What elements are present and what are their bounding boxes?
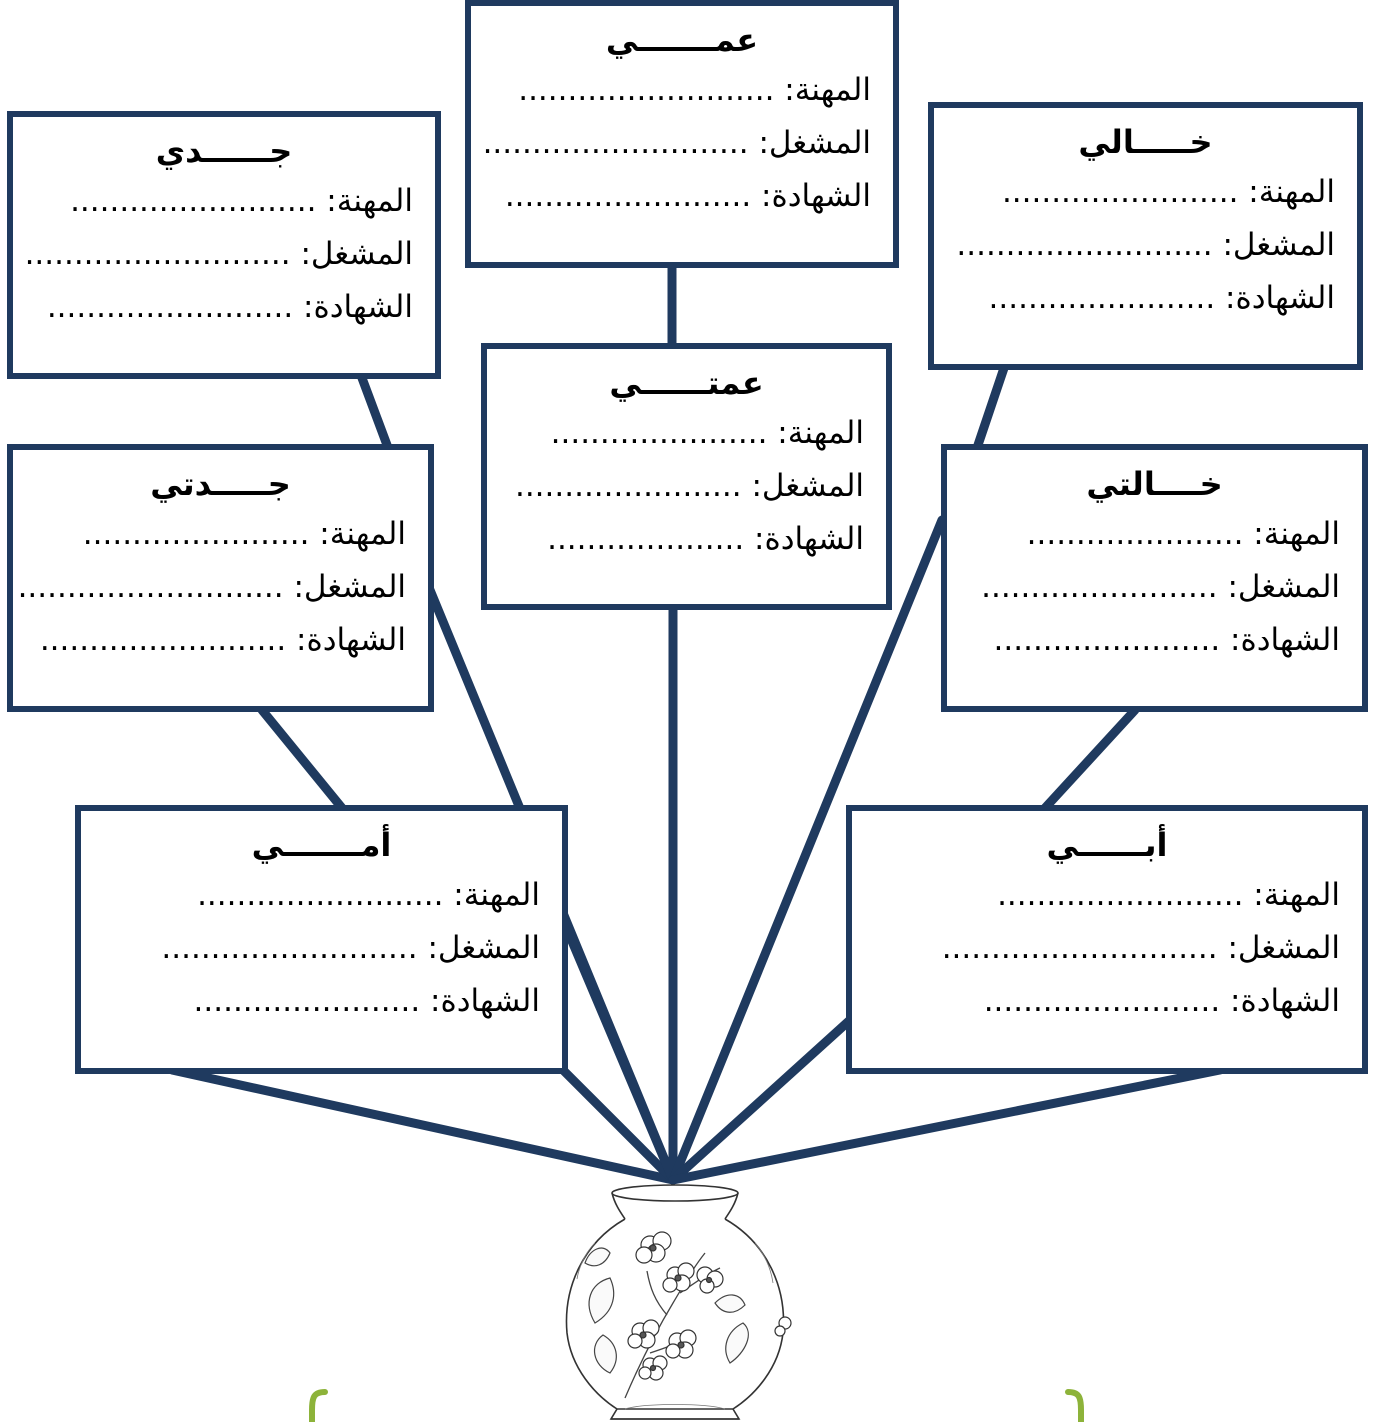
branch-line (668, 1065, 1225, 1185)
employer-field: المشغل: ........................... (482, 125, 871, 161)
employer-blank[interactable]: .......................... (161, 930, 418, 966)
employer-field: المشغل: ....................... (514, 468, 864, 504)
branch-line (668, 515, 947, 1185)
card-title: أبــــــي (1046, 826, 1168, 864)
card-title: خــــالتي (1086, 465, 1223, 503)
profession-blank[interactable]: ...................... (550, 415, 768, 451)
employer-field: المشغل: ........................... (24, 236, 413, 272)
employer-field: المشغل: ........................ (981, 569, 1340, 605)
degree-blank[interactable]: .................... (547, 521, 745, 557)
degree-blank[interactable]: ........................ (983, 983, 1221, 1019)
employer-field: المشغل: .......................... (956, 227, 1335, 263)
employer-blank[interactable]: ........................ (981, 569, 1218, 605)
degree-blank[interactable]: ......................... (504, 178, 752, 214)
branch-line (167, 1065, 678, 1185)
degree-field: الشهادة: ......................... (46, 289, 413, 325)
degree-field: الشهادة: ....................... (993, 622, 1340, 658)
card-maternal-uncle: خـــــالي المهنة: ......................… (928, 102, 1363, 370)
degree-field: الشهادة: ........................ (983, 983, 1340, 1019)
card-title: عمـــــــي (605, 21, 759, 59)
card-title: عمتــــــي (609, 364, 764, 402)
profession-field: المهنة: ...................... (550, 415, 864, 451)
degree-blank[interactable]: ......................... (46, 289, 294, 325)
degree-field: الشهادة: ......................... (504, 178, 871, 214)
degree-field: الشهادة: ....................... (193, 983, 540, 1019)
profession-blank[interactable]: ........................ (1001, 174, 1239, 210)
employer-field: المشغل: .......................... (161, 930, 540, 966)
card-grandmother: جـــــدتي المهنة: ......................… (7, 444, 434, 712)
profession-blank[interactable]: ......................... (997, 877, 1244, 913)
employer-field: المشغل: ........................... (17, 569, 406, 605)
card-title: جــــــدي (155, 132, 293, 170)
branch-line (668, 1015, 855, 1185)
bracket-left (309, 1389, 328, 1422)
employer-blank[interactable]: ........................... (482, 125, 749, 161)
card-grandfather: جــــــدي المهنة: ......................… (7, 111, 441, 379)
card-maternal-aunt: خــــالتي المهنة: ......................… (941, 444, 1368, 712)
profession-field: المهنة: ....................... (82, 516, 406, 552)
profession-field: المهنة: .......................... (518, 72, 871, 108)
degree-field: الشهادة: ......................... (39, 622, 406, 658)
degree-blank[interactable]: ....................... (988, 280, 1216, 316)
card-mother: أمـــــــي المهنة: .....................… (75, 805, 568, 1074)
degree-field: الشهادة: .................... (547, 521, 864, 557)
flower-vase-illustration (565, 1184, 792, 1420)
profession-blank[interactable]: ....................... (82, 516, 310, 552)
card-father: أبــــــي المهنة: ......................… (846, 805, 1368, 1074)
profession-field: المهنة: ........................ (1001, 174, 1335, 210)
employer-blank[interactable]: .......................... (956, 227, 1213, 263)
branch-line (558, 1065, 678, 1185)
employer-blank[interactable]: ....................... (514, 468, 742, 504)
card-paternal-uncle: عمـــــــي المهنة: .....................… (465, 0, 899, 268)
employer-field: المشغل: ............................ (941, 930, 1340, 966)
bracket-right (1065, 1389, 1084, 1422)
card-title: أمـــــــي (251, 826, 392, 864)
profession-blank[interactable]: ......................... (197, 877, 444, 913)
branch-line (357, 373, 392, 450)
profession-field: المهنة: ......................... (997, 877, 1340, 913)
card-title: جـــــدتي (150, 465, 291, 503)
degree-field: الشهادة: ....................... (988, 280, 1335, 316)
employer-blank[interactable]: ........................... (17, 569, 284, 605)
profession-blank[interactable]: ...................... (1026, 516, 1244, 552)
degree-blank[interactable]: ....................... (193, 983, 421, 1019)
profession-blank[interactable]: ......................... (70, 183, 317, 219)
branch-line (257, 705, 347, 813)
degree-blank[interactable]: ....................... (993, 622, 1221, 658)
branch-line (973, 363, 1009, 450)
degree-blank[interactable]: ......................... (39, 622, 287, 658)
employer-blank[interactable]: ........................... (24, 236, 291, 272)
branch-line (1040, 705, 1140, 813)
profession-field: المهنة: ......................... (197, 877, 540, 913)
card-paternal-aunt: عمتــــــي المهنة: .....................… (481, 343, 892, 610)
profession-field: المهنة: ......................... (70, 183, 413, 219)
profession-field: المهنة: ...................... (1026, 516, 1340, 552)
card-title: خـــــالي (1078, 123, 1213, 161)
employer-blank[interactable]: ............................ (941, 930, 1218, 966)
profession-blank[interactable]: .......................... (518, 72, 775, 108)
